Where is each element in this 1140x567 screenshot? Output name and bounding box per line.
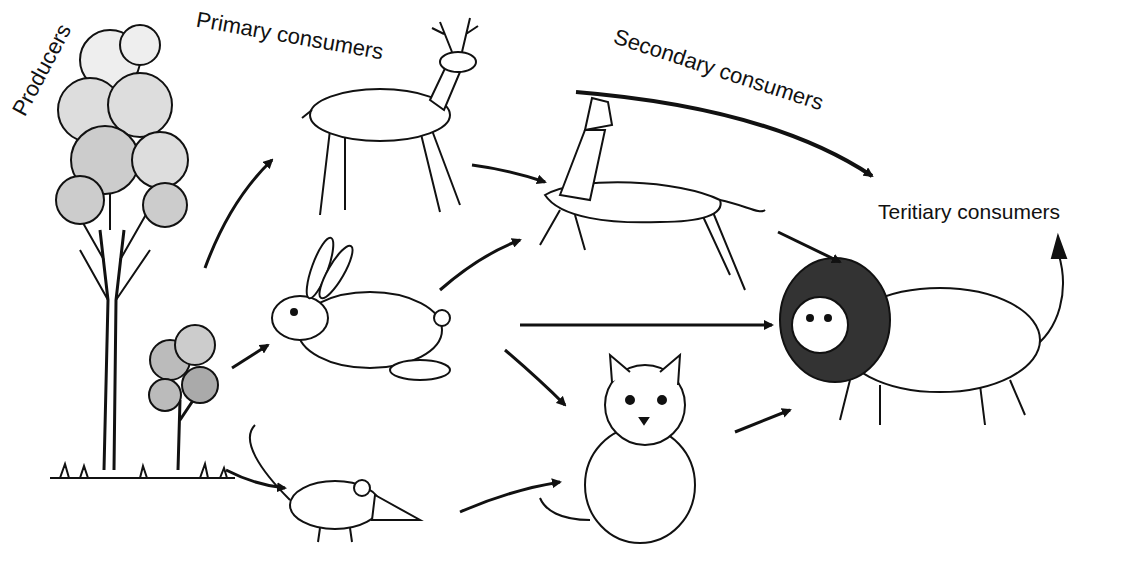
jackal — [540, 98, 765, 290]
trophic-level-label: Secondary consumers — [608, 24, 827, 116]
rat — [250, 425, 420, 542]
tree — [56, 25, 188, 470]
ground — [50, 464, 235, 478]
food-arrows — [205, 92, 872, 512]
trophic-level-label: Primary consumers — [193, 7, 388, 64]
trophic-level-label: Teritiary consumers — [876, 200, 1062, 223]
rabbit — [272, 235, 450, 380]
cat — [540, 355, 695, 543]
shrub — [149, 325, 218, 470]
lion — [780, 236, 1066, 425]
